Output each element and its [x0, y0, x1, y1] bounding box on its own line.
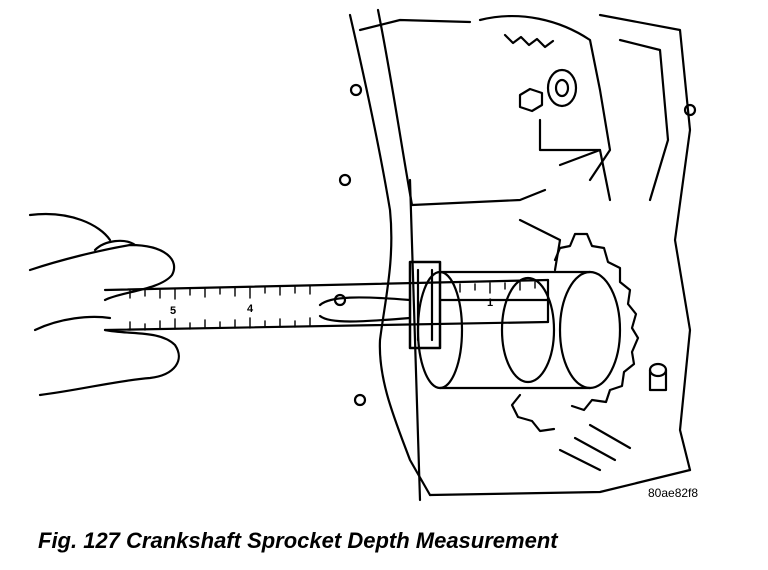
upper-sprocket	[503, 33, 612, 202]
technical-illustration: 5 4 1 80ae82f8	[28, 8, 698, 502]
scale-number-1: 1	[487, 297, 493, 309]
scale-number-4: 4	[247, 303, 254, 315]
figure-caption: Fig. 127 Crankshaft Sprocket Depth Measu…	[38, 528, 558, 553]
figure-code: 80ae82f8	[648, 486, 698, 500]
crankshaft-sprocket	[416, 232, 668, 433]
scale-number-5: 5	[170, 305, 176, 317]
hand	[28, 212, 180, 397]
depth-gauge	[103, 260, 550, 350]
gauge-scale-ticks	[129, 281, 536, 331]
engine-block	[333, 8, 697, 502]
